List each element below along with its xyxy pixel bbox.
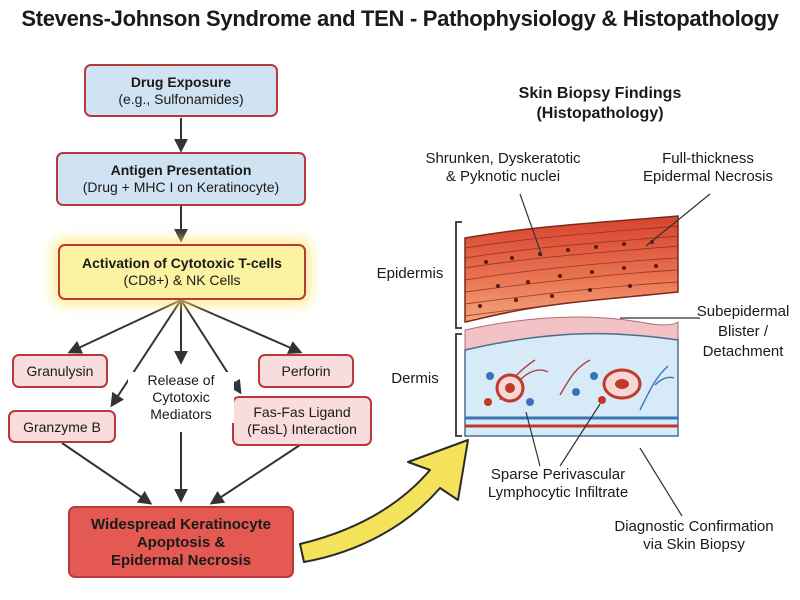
perforin-label: Perforin xyxy=(281,363,331,379)
antigen-title: Antigen Presentation xyxy=(110,162,252,178)
antigen-presentation-box: Antigen Presentation (Drug + MHC I on Ke… xyxy=(56,152,306,206)
granulysin-box: Granulysin xyxy=(12,354,108,388)
granulysin-label: Granulysin xyxy=(26,363,94,379)
arrow-granzyme-to-outcome xyxy=(61,442,153,505)
arrow-activation-to-granulysin xyxy=(67,299,182,354)
diagnostic-confirmation-label: Diagnostic Confirmation via Skin Biopsy xyxy=(596,518,792,554)
blister-line3: Detachment xyxy=(702,343,784,360)
fas-line2: (FasL) Interaction xyxy=(247,421,357,437)
release-line1: Release of xyxy=(147,372,215,388)
infiltrate-line2: Lymphocytic Infiltrate xyxy=(487,484,629,501)
diagnostic-line1: Diagnostic Confirmation xyxy=(614,518,774,535)
outcome-line3: Epidermal Necrosis xyxy=(110,552,252,569)
outcome-line2: Apoptosis & xyxy=(136,534,226,551)
activation-title: Activation of Cytotoxic T-cells xyxy=(82,255,282,271)
infiltrate-line1: Sparse Perivascular xyxy=(490,466,626,483)
granzyme-box: Granzyme B xyxy=(8,410,116,443)
necrosis-line2: Epidermal Necrosis xyxy=(642,168,774,185)
full-thickness-necrosis-label: Full-thickness Epidermal Necrosis xyxy=(628,150,788,186)
granzyme-label: Granzyme B xyxy=(23,419,101,435)
perforin-box: Perforin xyxy=(258,354,354,388)
blister-line1: Subepidermal xyxy=(696,303,790,320)
drug-exposure-box: Drug Exposure (e.g., Sulfonamides) xyxy=(84,64,278,117)
biopsy-heading-line2: (Histopathology) xyxy=(536,105,664,122)
shrunken-line2: & Pyknotic nuclei xyxy=(445,168,561,185)
shrunken-nuclei-label: Shrunken, Dyskeratotic & Pyknotic nuclei xyxy=(408,150,598,186)
lymphocytes xyxy=(484,372,606,406)
release-mediators-label: Release of Cytotoxic Mediators xyxy=(128,372,234,423)
subepidermal-blister-label: Subepidermal Blister / Detachment xyxy=(688,302,798,362)
biopsy-heading: Skin Biopsy Findings (Histopathology) xyxy=(490,84,710,124)
outcome-line1: Widespread Keratinocyte xyxy=(91,516,271,533)
arrow-fas-to-outcome xyxy=(209,444,301,505)
fas-line1: Fas-Fas Ligand xyxy=(253,404,351,420)
diagnostic-line2: via Skin Biopsy xyxy=(643,536,745,553)
epidermis-bracket xyxy=(455,221,462,329)
shrunken-line1: Shrunken, Dyskeratotic xyxy=(425,150,581,167)
outcome-box: Widespread Keratinocyte Apoptosis & Epid… xyxy=(68,506,294,578)
activation-sub: (CD8+) & NK Cells xyxy=(123,272,241,288)
release-line2: Cytotoxic xyxy=(152,389,210,405)
epidermis-label: Epidermis xyxy=(376,265,444,282)
activation-box: Activation of Cytotoxic T-cells (CD8+) &… xyxy=(58,244,306,300)
dermis-bracket xyxy=(455,333,462,437)
drug-exposure-sub: (e.g., Sulfonamides) xyxy=(118,91,244,107)
dermis-label: Dermis xyxy=(391,370,439,387)
antigen-sub: (Drug + MHC I on Keratinocyte) xyxy=(82,179,280,195)
drug-exposure-title: Drug Exposure xyxy=(130,74,232,90)
page-title: Stevens-Johnson Syndrome and TEN - Patho… xyxy=(21,6,779,31)
release-line3: Mediators xyxy=(150,406,212,422)
blister-line2: Blister / xyxy=(717,323,768,340)
fas-ligand-box: Fas-Fas Ligand (FasL) Interaction xyxy=(232,396,372,446)
dermis-layer xyxy=(464,332,679,437)
necrosis-line1: Full-thickness xyxy=(662,150,754,167)
biopsy-heading-line1: Skin Biopsy Findings xyxy=(518,85,682,102)
epidermis-layer xyxy=(464,215,679,323)
perivascular-infiltrate-label: Sparse Perivascular Lymphocytic Infiltra… xyxy=(458,466,658,502)
arrow-activation-to-perforin xyxy=(180,299,303,354)
arrow-activation-to-granzyme xyxy=(110,299,182,408)
big-yellow-arrow xyxy=(299,439,469,563)
